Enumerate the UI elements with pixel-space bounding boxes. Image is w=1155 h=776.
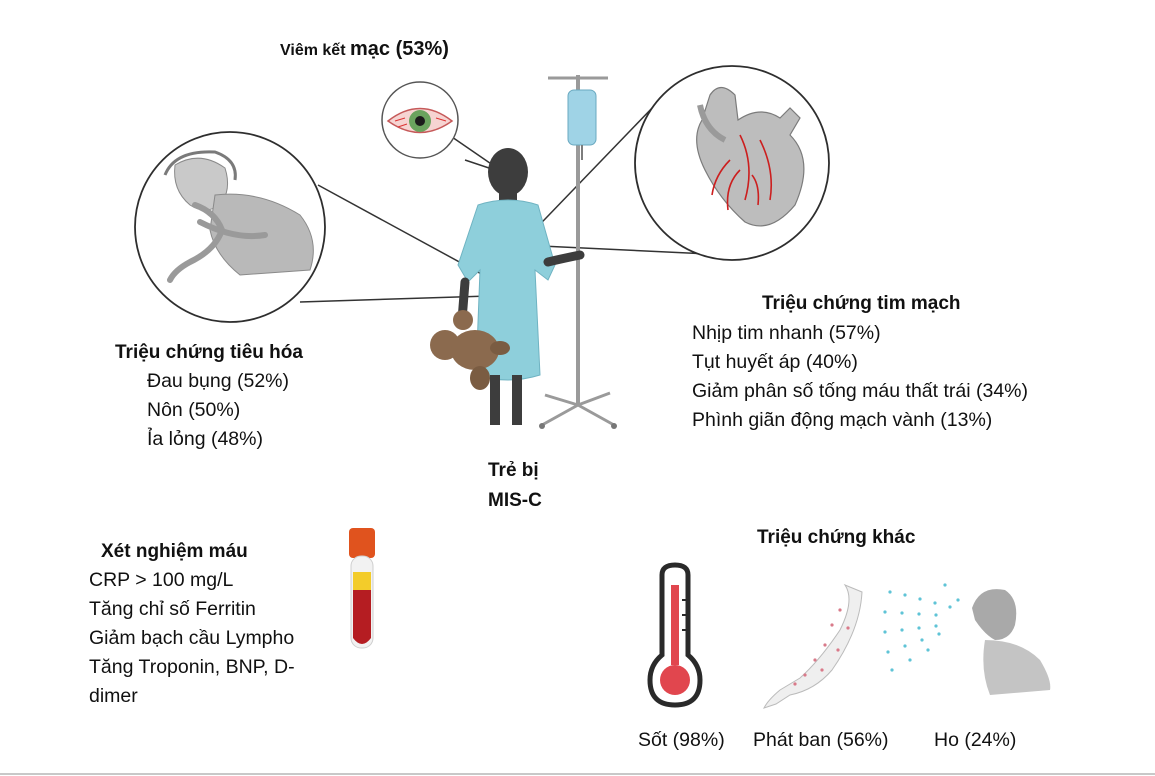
- rash-label: Phát ban (56%): [753, 729, 889, 751]
- conjunctivitis-label-large: mạc (53%): [349, 38, 449, 60]
- coughing-person-icon: [883, 583, 1051, 695]
- blood-item: Giảm bạch cầu Lympho: [89, 627, 295, 649]
- cardio-item: Tụt huyết áp (40%): [692, 351, 858, 373]
- cardio-item: Phình giãn động mạch vành (13%): [692, 409, 993, 431]
- blood-item: Tăng Troponin, BNP, D-: [89, 656, 295, 678]
- thermometer-icon: [647, 562, 703, 708]
- blood-title: Xét nghiệm máu: [101, 541, 248, 562]
- vomiting-person-icon: [134, 131, 326, 323]
- gi-item: Đau bụng (52%): [147, 370, 290, 392]
- iv-stand-icon: [539, 75, 617, 429]
- cough-label: Ho (24%): [934, 729, 1017, 751]
- cardio-item: Giảm phân số tống máu thất trái (34%): [692, 380, 1029, 402]
- other-title: Triệu chứng khác: [757, 527, 916, 548]
- eye-icon: [381, 81, 459, 159]
- center-label-line1: Trẻ bị: [488, 460, 539, 481]
- bottom-divider: [0, 773, 1155, 775]
- gi-item: Ỉa lỏng (48%): [147, 428, 263, 450]
- teddy-bear-icon: [430, 310, 510, 390]
- blood-item: Tăng chỉ số Ferritin: [89, 598, 256, 620]
- blood-tube-icon: [349, 528, 375, 649]
- blood-item: CRP > 100 mg/L: [89, 569, 234, 591]
- rash-arm-icon: [763, 583, 863, 709]
- gi-title: Triệu chứng tiêu hóa: [115, 342, 303, 363]
- cardio-title: Triệu chứng tim mạch: [762, 293, 961, 314]
- cardio-item: Nhịp tim nhanh (57%): [692, 322, 881, 344]
- gi-item: Nôn (50%): [147, 399, 241, 421]
- conjunctivitis-label: Viêm kết mạc (53%): [280, 38, 449, 61]
- heart-icon: [634, 65, 830, 261]
- conjunctivitis-label-small: Viêm kết: [280, 42, 346, 59]
- center-label-line2: MIS-C: [488, 490, 542, 511]
- blood-item: dimer: [89, 685, 138, 707]
- fever-label: Sốt (98%): [638, 729, 725, 751]
